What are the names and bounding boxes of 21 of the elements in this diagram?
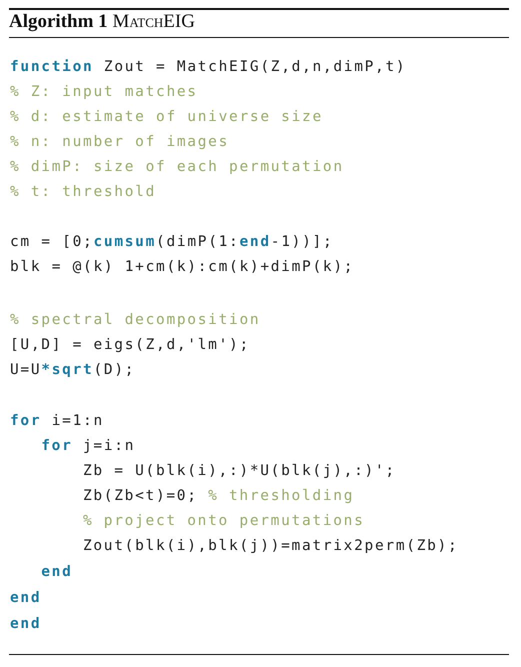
code-line: Zout(blk(i),blk(j))=matrix2perm(Zb); (82, 537, 458, 555)
code-line: for j=i:n (41, 437, 136, 455)
code-line: % dimP: size of each permutation (10, 158, 344, 176)
code-line: [U,D] = eigs(Z,d,'lm'); (10, 336, 250, 354)
code-line: % d: estimate of universe size (10, 108, 323, 126)
code-line: blk = @(k) 1+cm(k):cm(k)+dimP(k); (10, 258, 354, 276)
code-line: cm = [0;cumsum(dimP(1:end-1))]; (10, 233, 334, 251)
code-line: U=U*sqrt(D); (10, 361, 136, 379)
code-line: for i=1:n (10, 412, 104, 430)
algorithm-title: Algorithm 1 MatchEIG (9, 11, 195, 33)
code-line: % t: threshold (10, 183, 156, 201)
code-line: % spectral decomposition (10, 311, 260, 329)
code-line: Zb(Zb<t)=0; % thresholding (82, 487, 354, 505)
code-line: % Z: input matches (10, 83, 198, 101)
code-line: function Zout = MatchEIG(Z,d,n,dimP,t) (10, 58, 406, 76)
code-line: end (10, 589, 42, 607)
code-line: % project onto permutations (82, 512, 365, 530)
code-line: end (41, 563, 73, 581)
code-line: end (10, 615, 42, 633)
code-line: % n: number of images (10, 133, 230, 151)
code-line: Zb = U(blk(i),:)*U(blk(j),:)'; (82, 462, 396, 480)
